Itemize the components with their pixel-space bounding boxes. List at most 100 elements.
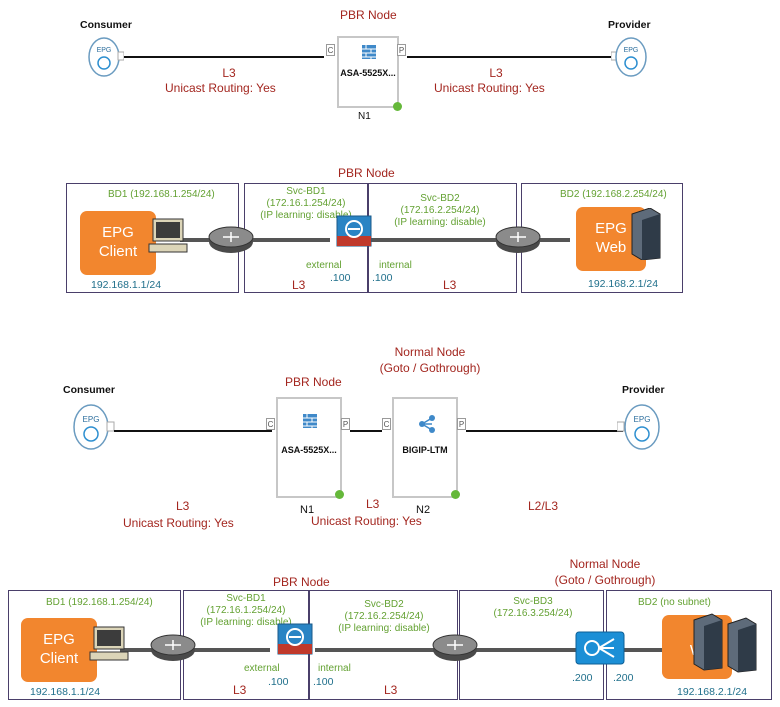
client-ip: 192.168.1.1/24 xyxy=(91,279,162,291)
external-ip: .100 xyxy=(268,676,289,688)
pbr-node-title: PBR Node xyxy=(273,575,330,589)
row1-link-right xyxy=(407,56,617,58)
row3-l3-mid: L3 xyxy=(366,497,380,511)
router-icon xyxy=(208,226,254,253)
load-balancer-icon xyxy=(419,415,435,433)
bd2-label: BD2 (192.168.2.254/24) xyxy=(560,189,667,200)
web-ip: 192.168.2.1/24 xyxy=(588,278,659,290)
row3-routing-left: Unicast Routing: Yes xyxy=(123,516,234,530)
ip-200-a: .200 xyxy=(572,672,593,684)
consumer-label: Consumer xyxy=(80,19,132,31)
epg-client[interactable]: EPG Client xyxy=(21,618,97,682)
row4-l3-a: L3 xyxy=(233,683,247,697)
computer-icon xyxy=(89,626,129,661)
router-icon xyxy=(432,634,478,661)
client-line2: Client xyxy=(39,650,79,667)
node-id: N1 xyxy=(300,504,315,516)
epg-icon-text: EPG xyxy=(624,47,639,54)
connector-p: P xyxy=(341,418,350,430)
epg-icon-text: EPG xyxy=(97,47,112,54)
pbr-node-n1[interactable]: ASA-5525X... xyxy=(276,397,342,498)
ip-200-b: .200 xyxy=(613,672,634,684)
bd1-label: BD1 (192.168.1.254/24) xyxy=(46,597,153,608)
bd1-label: BD1 (192.168.1.254/24) xyxy=(108,189,215,200)
row3-link-mid xyxy=(350,430,382,432)
computer-icon xyxy=(148,218,188,253)
epg-icon: EPG xyxy=(73,404,115,450)
client-line1: EPG xyxy=(102,224,134,241)
row2-l3-a: L3 xyxy=(292,278,306,292)
web-ip: 192.168.2.1/24 xyxy=(677,686,748,698)
external-ip: .100 xyxy=(330,272,351,284)
status-dot xyxy=(451,490,460,499)
connector-p: P xyxy=(457,418,466,430)
connector-p: P xyxy=(397,44,406,56)
node-id: N1 xyxy=(358,111,371,122)
node-id: N2 xyxy=(416,504,431,516)
internal-label: internal xyxy=(318,663,351,674)
pbr-node-n1[interactable]: ASA-5525X... xyxy=(337,36,399,108)
epg-icon-text: EPG xyxy=(83,415,100,424)
provider-label: Provider xyxy=(622,384,665,396)
row2-l3-b: L3 xyxy=(443,278,457,292)
firewall-icon xyxy=(362,45,376,59)
pbr-node-title: PBR Node xyxy=(285,375,342,389)
row1-link-left xyxy=(124,56,324,58)
pbr-node-title: PBR Node xyxy=(338,166,395,180)
provider-label: Provider xyxy=(608,19,651,31)
normal-node-title: Normal Node xyxy=(394,345,466,359)
row1-left-l3: L3 xyxy=(222,66,236,80)
epg-icon: EPG xyxy=(617,404,660,450)
bd2-label: BD2 (no subnet) xyxy=(638,597,711,608)
row4-l3-b: L3 xyxy=(384,683,398,697)
row4-cable-right xyxy=(315,648,675,652)
consumer-label: Consumer xyxy=(63,384,115,396)
normal-node-subtitle: (Goto / Gothrough) xyxy=(554,573,656,587)
connector-c: C xyxy=(326,44,335,56)
normal-node-n2[interactable]: BIGIP-LTM xyxy=(392,397,458,498)
server-icon xyxy=(693,613,757,673)
epg-icon-text: EPG xyxy=(634,415,651,424)
svc-bd1-label: Svc-BD1(172.16.1.254/24)(IP learning: di… xyxy=(200,593,292,628)
node-name: BIGIP-LTM xyxy=(402,445,448,455)
router-icon xyxy=(495,226,541,253)
normal-node-title: Normal Node xyxy=(569,557,641,571)
router-icon xyxy=(150,634,196,661)
firewall-icon xyxy=(277,623,313,655)
web-line1: EPG xyxy=(595,220,627,237)
node-name: ASA-5525X... xyxy=(281,445,337,455)
row3-l3-left: L3 xyxy=(176,499,190,513)
row1-right-l3: L3 xyxy=(489,66,503,80)
row3-l2l3: L2/L3 xyxy=(528,499,559,513)
status-dot xyxy=(393,102,402,111)
row3-link-left xyxy=(114,430,272,432)
connector-c: C xyxy=(266,418,275,430)
client-line2: Client xyxy=(98,243,138,260)
client-line1: EPG xyxy=(43,631,75,648)
load-balancer-icon xyxy=(575,631,625,665)
row1-right-routing: Unicast Routing: Yes xyxy=(434,81,545,95)
svc-bd2-label: Svc-BD2(172.16.2.254/24)(IP learning: di… xyxy=(338,599,430,634)
connector-c: C xyxy=(382,418,391,430)
row2-cable-left xyxy=(180,238,330,242)
web-line2: Web xyxy=(595,239,627,256)
internal-ip: .100 xyxy=(372,272,393,284)
external-label: external xyxy=(244,663,280,674)
external-label: external xyxy=(306,260,342,271)
node-name: ASA-5525X... xyxy=(340,68,396,78)
internal-label: internal xyxy=(379,260,412,271)
row3-link-right xyxy=(466,430,623,432)
client-ip: 192.168.1.1/24 xyxy=(30,686,101,698)
row2-cable-right xyxy=(370,238,570,242)
epg-icon: EPG xyxy=(88,37,124,77)
pbr-node-title: PBR Node xyxy=(340,8,397,22)
firewall-icon xyxy=(336,215,372,247)
epg-client[interactable]: EPG Client xyxy=(80,211,156,275)
normal-node-subtitle: (Goto / Gothrough) xyxy=(379,361,481,375)
svc-bd3-label: Svc-BD3(172.16.3.254/24) xyxy=(493,596,573,619)
status-dot xyxy=(335,490,344,499)
epg-icon: EPG xyxy=(611,37,647,77)
svc-bd2-label: Svc-BD2(172.16.2.254/24)(IP learning: di… xyxy=(394,193,486,228)
row1-left-routing: Unicast Routing: Yes xyxy=(165,81,276,95)
internal-ip: .100 xyxy=(313,676,334,688)
